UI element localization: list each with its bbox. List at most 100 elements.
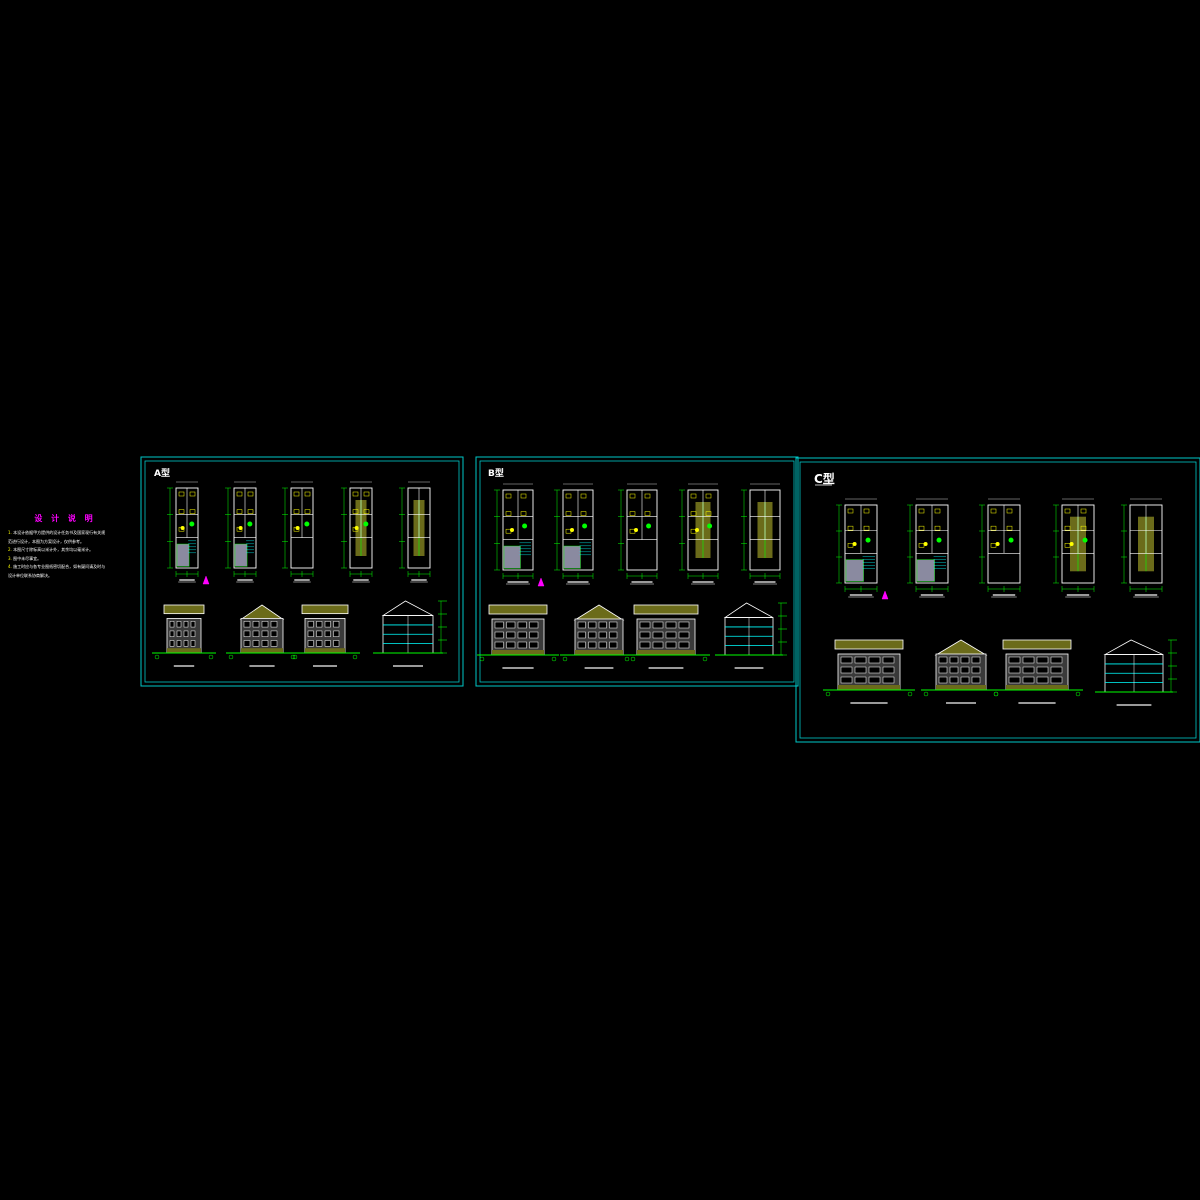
notes-paragraph: 1. 本设计依据甲方提供的设计任务书及国家现行有关规范进行设计，本图为方案设计，… xyxy=(8,530,106,544)
plan-furniture xyxy=(918,508,925,514)
plan-furniture xyxy=(629,493,636,499)
elevation-window xyxy=(938,666,948,674)
axis-marker xyxy=(479,656,485,662)
elevation-roof xyxy=(834,639,904,650)
plan-furniture xyxy=(363,509,370,514)
elevation-plinth xyxy=(241,648,283,653)
plan-furniture xyxy=(247,509,254,514)
elevation-window xyxy=(494,641,504,649)
elevation-window xyxy=(261,630,269,637)
axis-marker xyxy=(1075,691,1081,697)
plan-fixture xyxy=(363,521,369,527)
plan-fixture xyxy=(646,523,652,529)
sheet-b-floor-plan-4 xyxy=(679,483,719,585)
axis-marker xyxy=(352,654,358,660)
sheet-a-floor-plan-5 xyxy=(399,481,431,583)
plan-furniture xyxy=(352,491,359,497)
plan-fixture xyxy=(634,528,638,532)
elevation-window xyxy=(868,666,881,674)
elevation-window xyxy=(333,630,340,637)
plan-furniture xyxy=(247,491,254,497)
elevation-title-text xyxy=(313,665,337,667)
plan-furniture xyxy=(304,509,311,514)
elevation-window xyxy=(517,631,527,639)
plan-furniture xyxy=(293,509,300,514)
plan-paving-hatch xyxy=(917,559,935,582)
sheet-b-elevation-2 xyxy=(560,604,638,669)
plan-furniture xyxy=(236,491,243,497)
plan-fixture xyxy=(510,528,514,532)
elevation-window xyxy=(588,621,597,629)
elevation-title-text xyxy=(502,667,534,669)
sheet-a-elevation-3 xyxy=(290,604,360,667)
elevation-window xyxy=(609,621,618,629)
elevation-window xyxy=(169,640,175,647)
plan-fixture xyxy=(865,537,871,543)
elevation-window xyxy=(270,630,278,637)
plan-title-text xyxy=(631,581,653,583)
plan-furniture xyxy=(293,491,300,497)
plan-furniture xyxy=(705,511,712,516)
elevation-window xyxy=(882,666,895,674)
plan-furniture xyxy=(505,511,512,516)
plan-furniture xyxy=(847,543,854,548)
elevation-window xyxy=(868,656,881,664)
plan-title-text xyxy=(692,581,714,583)
plan-furniture xyxy=(847,525,854,531)
sheet-a-floor-plan-2 xyxy=(225,481,257,583)
plan-title-text xyxy=(1134,594,1158,596)
plan-fixture xyxy=(189,521,195,527)
plan-title-text xyxy=(920,594,944,596)
elevation-window xyxy=(665,641,677,649)
plan-fixture xyxy=(995,542,1000,546)
notes-paragraph: 3. 图中未尽事宜。 xyxy=(8,555,42,561)
elevation-window xyxy=(529,641,539,649)
elevation-window xyxy=(324,640,331,647)
design-notes-title: 设 计 说 明 xyxy=(34,514,96,523)
plan-paving-hatch xyxy=(235,544,248,567)
north-arrow-icon xyxy=(202,575,210,585)
sheet-inner-border xyxy=(799,461,1197,739)
elevation-window xyxy=(949,656,959,664)
plan-fixture xyxy=(707,523,713,529)
elevation-roof xyxy=(488,604,548,615)
sheet-c-floor-plan-3 xyxy=(979,498,1021,598)
sheet-a-floor-plan-1 xyxy=(167,481,199,583)
plan-title-text xyxy=(992,594,1016,596)
elevation-window xyxy=(494,631,504,639)
elevation-window xyxy=(960,676,970,684)
elevation-window xyxy=(678,631,690,639)
plan-furniture xyxy=(189,491,196,497)
sheet-c-elevation-1 xyxy=(823,639,915,704)
sheet-c-frame xyxy=(795,457,1200,743)
elevation-window xyxy=(971,676,981,684)
elevation-window xyxy=(598,631,607,639)
plan-furniture xyxy=(580,493,587,499)
axis-marker xyxy=(208,654,214,660)
elevation-window xyxy=(494,621,504,629)
plan-fixture xyxy=(180,526,185,530)
elevation-window xyxy=(639,631,651,639)
plan-fixture xyxy=(354,526,359,530)
elevation-plinth xyxy=(838,685,900,690)
plan-furniture xyxy=(1080,525,1087,531)
elevation-window xyxy=(506,631,516,639)
elevation-window xyxy=(176,630,182,637)
plan-title-text xyxy=(567,581,589,583)
elevation-window xyxy=(588,631,597,639)
sheet-a-section xyxy=(373,600,447,667)
elevation-window xyxy=(183,640,189,647)
plan-furniture xyxy=(1064,525,1071,531)
plan-furniture xyxy=(352,509,359,514)
elevation-window xyxy=(665,631,677,639)
plan-title-text xyxy=(507,581,529,583)
elevation-window xyxy=(517,621,527,629)
plan-furniture xyxy=(520,511,527,516)
elevation-window xyxy=(840,656,853,664)
axis-marker xyxy=(702,656,708,662)
plan-fixture xyxy=(852,542,857,546)
plan-title-text xyxy=(179,579,195,581)
elevation-roof xyxy=(934,639,988,656)
elevation-window xyxy=(1050,666,1063,674)
elevation-plinth xyxy=(936,685,986,690)
